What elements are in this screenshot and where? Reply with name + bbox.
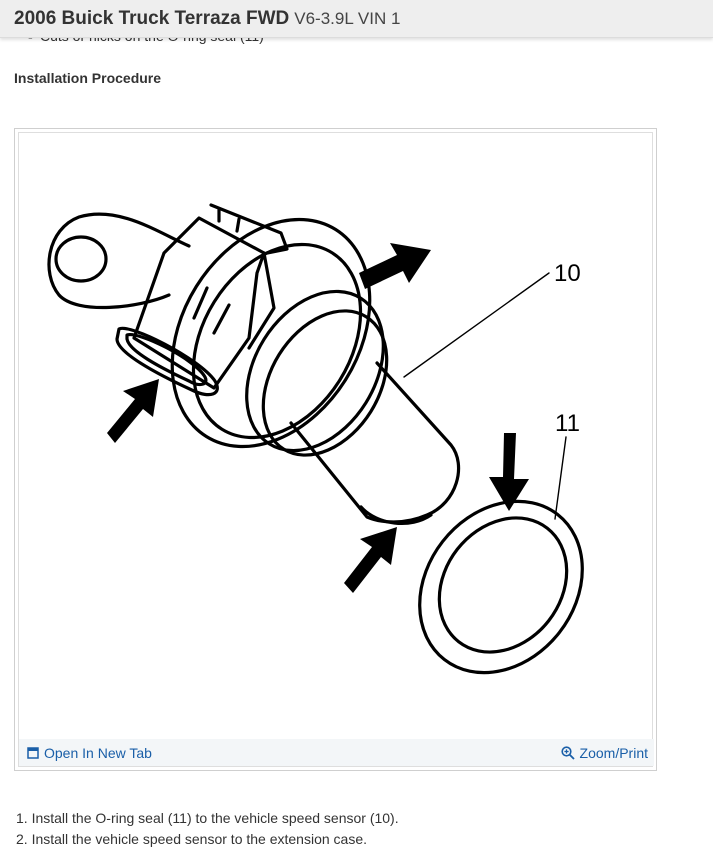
zoom-print-label: Zoom/Print <box>579 744 648 761</box>
connector-housing <box>132 216 266 390</box>
open-in-new-tab-link[interactable]: Open In New Tab <box>27 745 152 761</box>
callout-11: 11 <box>555 410 580 437</box>
connector-side <box>247 251 276 350</box>
arrow-connector-face <box>107 379 159 443</box>
section-heading: Installation Procedure <box>14 70 162 86</box>
arrow-o-ring <box>489 433 529 511</box>
open-in-new-tab-label: Open In New Tab <box>44 744 152 761</box>
step-number: 2. <box>16 831 28 847</box>
connector-face <box>115 326 219 397</box>
groove-ring-1 <box>245 289 385 453</box>
sensor-tip <box>359 505 433 526</box>
callout-10: 10 <box>554 260 581 287</box>
figure-toolbar: Open In New Tab Zoom/Print <box>19 739 654 766</box>
step-text: Install the vehicle speed sensor to the … <box>31 831 368 847</box>
o-ring-outer <box>418 499 584 675</box>
figure-inner: 10 11 Open In New Tab Zoom/Print <box>18 132 654 767</box>
connector-ribs <box>192 286 231 335</box>
figure-container: 10 11 Open In New Tab Zoom/Print <box>14 128 657 771</box>
speed-sensor-illustration: 10 11 <box>47 203 584 675</box>
step-item: 2. Install the vehicle speed sensor to t… <box>16 829 399 850</box>
flange-ring-outer <box>170 217 372 449</box>
groove-ring-2 <box>261 309 389 457</box>
zoom-print-link[interactable]: Zoom/Print <box>560 744 648 761</box>
installation-steps: 1. Install the O-ring seal (11) to the v… <box>16 808 399 850</box>
step-text: Install the O-ring seal (11) to the vehi… <box>31 810 399 826</box>
engine-subtitle: V6-3.9L VIN 1 <box>294 8 401 28</box>
page-header: 2006 Buick Truck Terraza FWD V6-3.9L VIN… <box>0 0 713 38</box>
connector-latch <box>217 208 241 233</box>
open-in-new-tab-icon <box>27 746 39 759</box>
connector-top <box>209 203 289 255</box>
step-number: 1. <box>16 810 28 826</box>
flange-ring-inner <box>191 242 363 440</box>
arrow-sensor-tip <box>344 527 397 593</box>
sensor-mounting-ear <box>47 212 191 310</box>
connector-socket <box>125 333 208 387</box>
o-ring-inner <box>437 516 569 654</box>
leader-line-10 <box>403 272 550 378</box>
leader-line-11 <box>554 436 567 520</box>
mounting-hole <box>54 235 108 283</box>
arrow-flange <box>359 243 431 289</box>
vehicle-title: 2006 Buick Truck Terraza FWD <box>14 7 290 29</box>
zoom-in-icon <box>560 745 575 760</box>
step-item: 1. Install the O-ring seal (11) to the v… <box>16 808 399 829</box>
